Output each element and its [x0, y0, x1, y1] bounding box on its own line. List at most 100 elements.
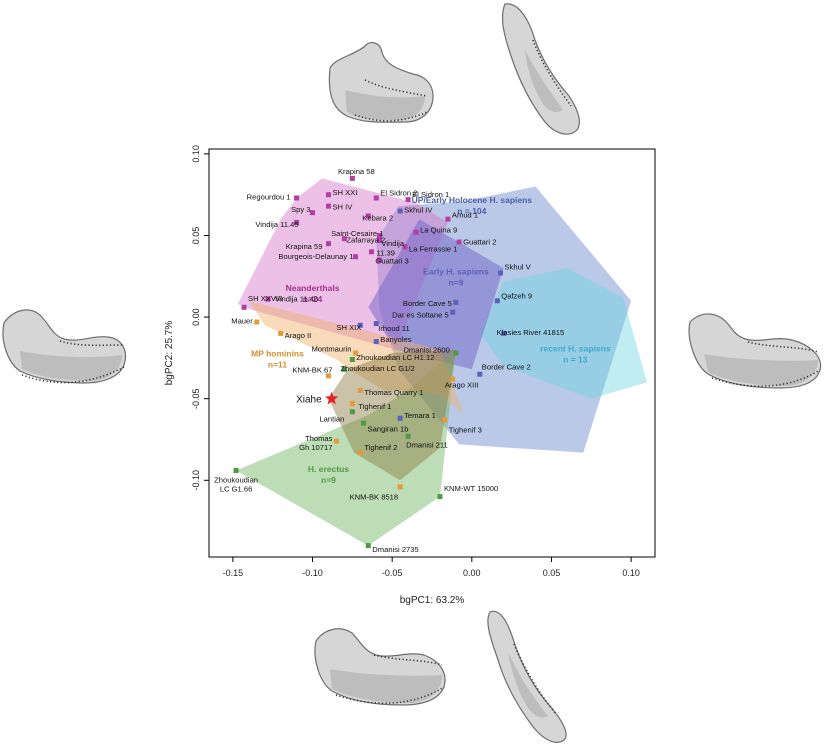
point-marker — [453, 350, 459, 356]
x-tick-label: 0.05 — [543, 568, 561, 578]
group-count-neanderthals: n=24 — [303, 294, 323, 304]
point-label: KNM-BK 8518 — [350, 492, 399, 501]
point-marker — [349, 175, 355, 181]
point-label: Klasies River 41815 — [497, 328, 565, 337]
point-marker — [405, 433, 411, 439]
point-marker — [325, 203, 331, 209]
point-label: SH XXI — [332, 188, 357, 197]
mandible-top-occlusal — [501, 3, 581, 135]
point-marker — [265, 296, 271, 302]
point-marker — [333, 438, 339, 444]
hull-recent — [479, 268, 647, 399]
point-label: SH XXVIII — [248, 294, 282, 303]
group-label-early: Early H. sapiens — [423, 267, 489, 277]
point-label: Lantian — [319, 414, 344, 423]
point-label: Qafzeh 9 — [501, 291, 532, 300]
hull-early — [368, 219, 504, 370]
point-marker — [413, 229, 419, 235]
point-label: Tighenif 2 — [364, 443, 397, 452]
point-label: Skhul V — [504, 263, 531, 272]
point-label: Krapina 59 — [286, 242, 323, 251]
point-marker — [437, 494, 443, 500]
point-label: Montmaurin — [311, 345, 351, 354]
group-label-up: UP/Early Holocene H. sapiens — [412, 195, 533, 205]
point-label: Sangiran 1b — [368, 425, 409, 434]
point-label: LC G1.66 — [220, 485, 253, 494]
point-marker — [357, 388, 363, 394]
point-label: Mauer — [231, 316, 253, 325]
point-marker — [397, 484, 403, 490]
point-marker — [453, 299, 459, 305]
point-label: Regourdou 1 — [247, 192, 291, 201]
point-label: Border Cave 2 — [482, 363, 531, 372]
x-tick-label: -0.15 — [223, 568, 244, 578]
y-tick-label: -0.10 — [191, 470, 201, 491]
point-marker — [341, 236, 347, 242]
point-marker — [368, 249, 374, 255]
group-label-erectus: H. erectus — [308, 464, 349, 474]
point-label: Saint-Cesaire 1 — [331, 229, 383, 238]
point-label: El Sidron 1 — [412, 190, 449, 199]
hull-brown — [328, 349, 456, 481]
group-count-early: n=9 — [448, 278, 463, 288]
point-label: Banyoles — [380, 335, 411, 344]
group-count-mp: n=11 — [268, 359, 287, 369]
point-marker — [349, 401, 355, 407]
point-marker — [365, 213, 371, 219]
group-label-recent: recent H. sapiens — [540, 343, 611, 353]
point-marker — [376, 257, 382, 263]
point-label: 11.39 — [376, 248, 394, 257]
point-marker — [365, 543, 371, 549]
point-marker — [397, 415, 403, 421]
xiahe-star-icon — [324, 391, 339, 405]
point-label: Kebara 2 — [362, 213, 393, 222]
mandible-top-lateral — [328, 42, 434, 123]
x-tick-label: 0.10 — [622, 568, 640, 578]
x-axis-label: bgPC1: 63.2% — [400, 595, 465, 606]
group-count-up: n = 104 — [457, 206, 486, 216]
mandible-left-lateral — [2, 309, 127, 384]
point-marker — [450, 309, 456, 315]
point-label: Vindija — [381, 239, 404, 248]
point-marker — [445, 216, 451, 222]
point-marker — [233, 468, 239, 474]
point-marker — [349, 409, 355, 415]
point-marker — [278, 330, 284, 336]
point-marker — [376, 237, 382, 243]
point-label: Bourgeois-Delaunay 1 — [278, 252, 353, 261]
point-marker — [357, 322, 363, 328]
mandible-bottom-lateral — [314, 628, 446, 706]
point-marker — [353, 350, 359, 356]
hull-mp — [248, 300, 464, 415]
point-marker — [294, 195, 300, 201]
data-points — [233, 175, 507, 549]
point-label: Temara 1 — [404, 411, 436, 420]
point-marker — [254, 319, 260, 325]
point-marker — [325, 373, 331, 379]
point-label: Zhoukoudian — [214, 476, 258, 485]
point-marker — [405, 197, 411, 203]
point-label: Tighenif 3 — [449, 425, 482, 434]
x-tick-label: 0.00 — [463, 568, 481, 578]
point-label: Gh 10717 — [299, 443, 332, 452]
point-label: Border Cave 5 — [403, 299, 452, 308]
point-marker — [497, 270, 503, 276]
point-marker — [402, 244, 408, 250]
point-marker — [373, 195, 379, 201]
point-label: Thomas — [305, 434, 333, 443]
point-label: Tighenif 1 — [358, 402, 391, 411]
point-marker — [241, 304, 247, 310]
y-tick-label: 0.00 — [191, 308, 201, 326]
point-marker — [442, 417, 448, 423]
highlight-marker: Xiahe — [296, 391, 339, 406]
point-marker — [353, 254, 359, 260]
point-label: KNM-BK 67 — [292, 365, 332, 374]
y-tick-label: 0.10 — [191, 145, 201, 163]
y-axis-label: bgPC2: 25.7% — [164, 321, 175, 386]
point-label: Vindija 11.45 — [255, 220, 298, 229]
point-label: Dmanisi 2600 — [403, 346, 449, 355]
